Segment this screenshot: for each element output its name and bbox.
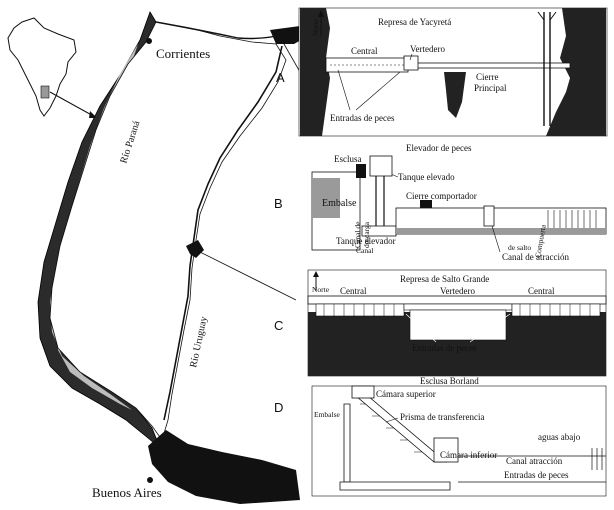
panel-a-vertedero-tick <box>409 53 413 61</box>
south-america-inset <box>7 17 98 119</box>
panel-d-lower-chamber <box>433 437 459 463</box>
panel-a-entradas: Entradas de peces <box>330 113 395 123</box>
panel-b-channel-floor <box>396 228 606 234</box>
leader-c <box>199 251 297 301</box>
panel-a-north-arrow-head <box>318 10 324 17</box>
panel-d-title: Esclusa Borland <box>420 376 479 386</box>
panel-a-entradas-leader1 <box>337 69 351 111</box>
rio-de-la-plata <box>148 430 300 504</box>
study-area-box <box>40 85 50 99</box>
panel-b-embalse-water <box>312 178 340 218</box>
panel-b-esclusa: Esclusa <box>334 154 362 164</box>
uruguay-river <box>163 45 283 421</box>
panel-a-right-bank <box>546 8 606 136</box>
panel-b-canal: Canal de <box>353 221 362 248</box>
panel-c-entradas-leader2 <box>469 313 511 343</box>
panel-a-letter: A <box>276 70 285 85</box>
panel-a-cierre2: Principal <box>474 83 507 93</box>
panel-a-left-bank <box>300 8 330 136</box>
interior-land <box>49 21 287 441</box>
corrientes-dot <box>146 38 152 44</box>
panel-a-vertedero: Vertedero <box>410 44 445 54</box>
panel-c-vertedero: Vertedero <box>440 286 475 296</box>
panel-d-dam-base <box>339 481 451 491</box>
panel-d-letter: D <box>274 400 283 415</box>
panel-b-letter: B <box>274 196 283 211</box>
panel-d-prisma-leader <box>385 417 399 423</box>
panel-b-title: Elevador de peces <box>406 143 472 153</box>
salto-grande-reservoir <box>186 240 204 258</box>
upper-parana-river <box>155 21 287 40</box>
panel-b-atraccion-leader <box>491 225 501 253</box>
panel-b-cierre-comp: Cierre comportador <box>406 191 477 201</box>
panel-c-bays <box>315 303 601 317</box>
panel-b-tanque-low: Tanque elevador <box>336 236 396 246</box>
panel-b-tanque-up: Tanque elevado <box>398 172 455 182</box>
panel-a-cierre: Cierre <box>476 72 499 82</box>
panel-c-title: Represa de Salto Grande <box>400 274 489 284</box>
panel-c-central-r: Central <box>528 286 555 296</box>
south-america-outline <box>7 17 77 117</box>
city-corrientes: Corrientes <box>156 46 210 61</box>
panel-c-north-arrow-head <box>313 271 319 277</box>
panel-c-central-l: Central <box>340 286 367 296</box>
panel-c-letter: C <box>274 318 283 333</box>
panel-a-north: Norte <box>311 18 320 36</box>
panel-a-island <box>444 72 466 118</box>
panel-b-embalse: Embalse <box>322 198 357 209</box>
panel-a: A Norte Represa de Yacyretá Central Vert… <box>276 7 608 137</box>
panel-d-canal-atraccion: Canal atracción <box>506 456 563 466</box>
city-buenos-aires: Buenos Aires <box>92 485 162 500</box>
panel-c-bay-ticks <box>323 304 591 316</box>
panel-b-esclusa-block <box>356 164 366 178</box>
panel-d-entrance-grating <box>591 448 603 470</box>
panel-c: C Norte Represa de Salto Grande Central … <box>274 269 607 377</box>
panel-c-spillway-apron <box>409 309 507 341</box>
panel-d-camara-sup: Cámara superior <box>376 389 436 399</box>
panel-c-north: Norte <box>312 285 330 294</box>
panel-b-canal2: descarga <box>362 221 371 248</box>
panel-c-entradas: Entradas de peces <box>412 343 477 353</box>
panel-b: B Elevador de peces Esclusa Tanque eleva… <box>274 143 607 262</box>
panel-b-grating <box>547 210 597 228</box>
yacyreta-reservoir <box>270 26 308 44</box>
panel-d-camara-inf: Cámara inferior <box>440 450 497 460</box>
panel-a-central: Central <box>351 46 378 56</box>
panel-d-shaft-hatch <box>360 403 422 453</box>
panel-d-aguas: aguas abajo <box>538 432 581 442</box>
panel-d-frame <box>311 385 607 497</box>
panel-d-entradas: Entradas de peces <box>504 470 569 480</box>
buenos-aires-dot <box>147 477 153 483</box>
panel-b-tanque-low2: Canal <box>356 246 374 255</box>
panel-d-prisma: Prisma de transferencia <box>400 412 484 422</box>
panel-c-entradas-leader1 <box>405 313 437 343</box>
panel-b-gate <box>483 205 495 227</box>
leader-a <box>283 43 301 73</box>
panel-d: D Esclusa Borland Embalse Cámara superio… <box>274 376 607 497</box>
panel-d-embalse: Embalse <box>314 410 340 419</box>
panel-a-lock-top <box>537 11 557 21</box>
panel-a-entradas-leader2 <box>355 71 401 111</box>
panel-b-tower <box>369 155 393 177</box>
panel-a-spillway <box>403 55 419 71</box>
regional-map: Corrientes Buenos Aires Río Paraná Río U… <box>37 11 308 504</box>
panel-a-title: Represa de Yacyretá <box>378 17 451 27</box>
label-rio-uruguay: Río Uruguay <box>188 316 210 369</box>
panel-b-compuerta2: de salto <box>508 243 531 252</box>
panel-d-dam-wall <box>343 403 351 483</box>
panel-d-upper-chamber <box>351 385 375 399</box>
panel-b-cierre-block <box>420 200 432 208</box>
inset-pointer-line <box>49 91 98 119</box>
panel-c-dam-crest <box>307 295 607 305</box>
panel-b-canal-atraccion: Canal de atracción <box>502 252 569 262</box>
